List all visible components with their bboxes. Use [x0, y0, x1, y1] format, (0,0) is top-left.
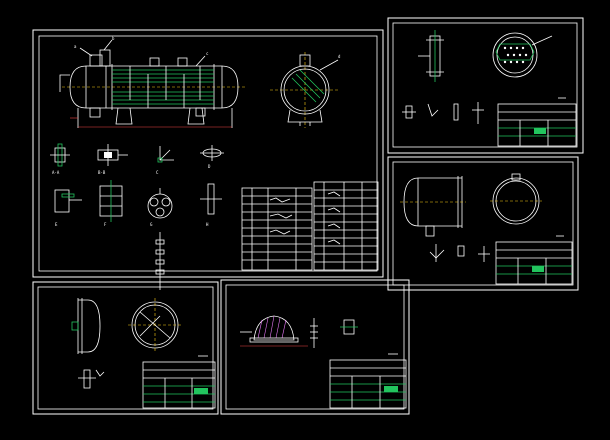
shell-title-block [495, 235, 573, 285]
svg-text:a: a [74, 44, 77, 49]
head-title-block [142, 355, 216, 409]
detail-weld-c: C [156, 146, 174, 175]
svg-text:c: c [206, 51, 209, 56]
detail-nozzle-e: E [54, 189, 82, 227]
vessel-end-view: d [270, 52, 341, 128]
parts-list-table [241, 181, 379, 271]
svg-text:b: b [112, 36, 115, 41]
sheet-inner-frame [38, 35, 378, 272]
detail-sketches-row-2: E F G H [54, 180, 222, 227]
sheet-tube-sheet[interactable] [387, 17, 584, 154]
detail-weld-d: D [200, 145, 224, 169]
tube-sheet-title-block [497, 97, 577, 147]
svg-text:A-A: A-A [52, 170, 60, 175]
sheet-outer-frame [32, 29, 384, 278]
baffle-detail [310, 318, 358, 348]
svg-text:F: F [104, 222, 107, 227]
sheet-main-assembly[interactable]: a b c d A-A [32, 29, 384, 290]
head-details [78, 369, 105, 389]
baffle-section [240, 315, 308, 347]
shell-elevation [400, 176, 466, 237]
svg-text:C: C [156, 170, 159, 175]
svg-text:D: D [208, 164, 211, 169]
svg-text:d: d [338, 54, 341, 59]
baffle-title-block [329, 353, 407, 409]
detail-flange-a: A-A [50, 143, 70, 175]
detail-support-h: H [200, 183, 222, 227]
svg-text:H: H [206, 222, 209, 227]
tube-sheet-plan-view [492, 32, 553, 78]
north-marker [155, 232, 165, 290]
svg-text:B-B: B-B [98, 170, 106, 175]
svg-text:G: G [150, 222, 153, 227]
head-end-view [128, 298, 182, 352]
sheet-baffle[interactable] [220, 279, 410, 415]
shell-details [429, 244, 490, 262]
detail-tube-layout: G [147, 188, 173, 227]
svg-text:E: E [55, 222, 58, 227]
sheet-shell[interactable] [387, 156, 579, 291]
head-side-view [71, 298, 101, 354]
vessel-elevation-view: a b c [59, 36, 246, 128]
detail-nozzle-f: F [99, 180, 123, 227]
detail-sketches-row-1: A-A B-B C D [50, 143, 224, 175]
tube-sheet-side-view [418, 30, 444, 82]
detail-flange-b: B-B [97, 144, 128, 175]
sheet-front-head[interactable] [32, 281, 219, 415]
tube-sheet-details [402, 102, 484, 124]
shell-end-view [490, 173, 542, 225]
